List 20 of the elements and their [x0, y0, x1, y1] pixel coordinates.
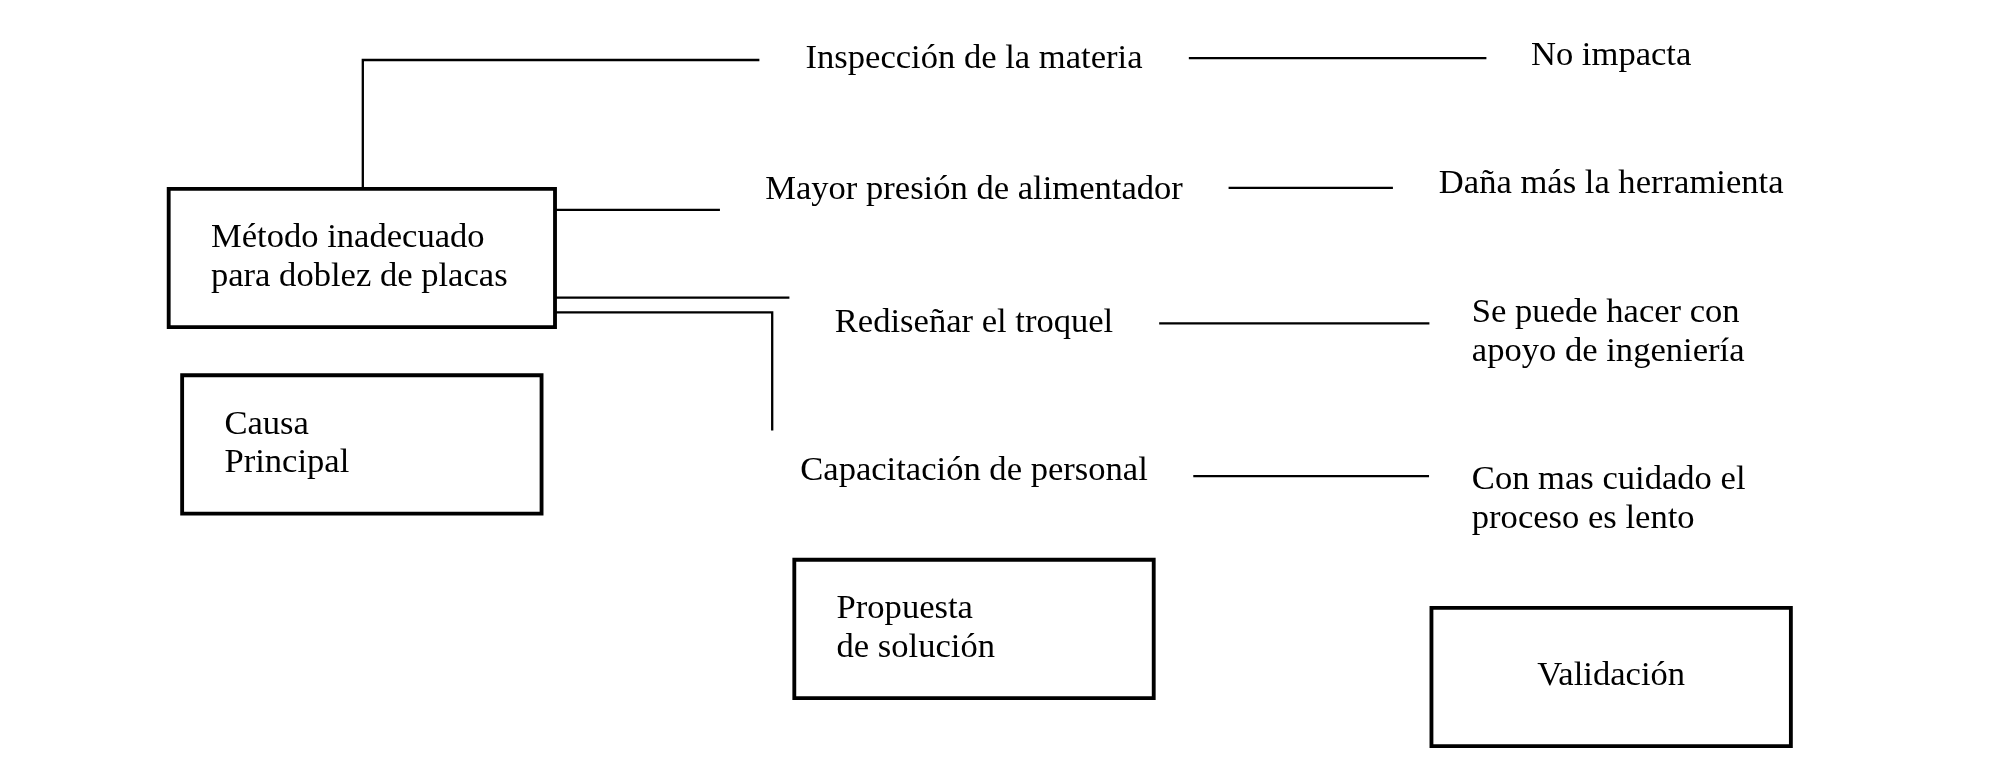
- connector: [1188, 56, 1486, 60]
- node-box: Método inadecuado para doblez de placas: [166, 186, 557, 330]
- node-text: Daña más la herramienta: [1438, 162, 1783, 201]
- node-text: Se puede hacer con apoyo de ingeniería: [1471, 291, 1744, 368]
- node-text: Rediseñar el troquel: [834, 300, 1113, 339]
- node-text: Capacitación de personal: [799, 448, 1148, 487]
- connector: [1228, 186, 1393, 189]
- connector: [1192, 475, 1429, 478]
- node-text: Mayor presión de alimentador: [764, 168, 1183, 207]
- node-text: Inspección de la materia: [805, 37, 1142, 76]
- node-box: Validación: [1429, 605, 1793, 749]
- connector: [555, 311, 773, 431]
- connector: [1158, 322, 1429, 325]
- connector: [361, 58, 759, 189]
- connector: [555, 208, 720, 212]
- connector: [555, 296, 789, 299]
- node-box: Propuesta de solución: [791, 557, 1156, 701]
- node-text: Con mas cuidado el proceso es lento: [1471, 458, 1745, 535]
- node-box: Causa Principal: [179, 373, 543, 516]
- node-text: No impacta: [1530, 33, 1691, 72]
